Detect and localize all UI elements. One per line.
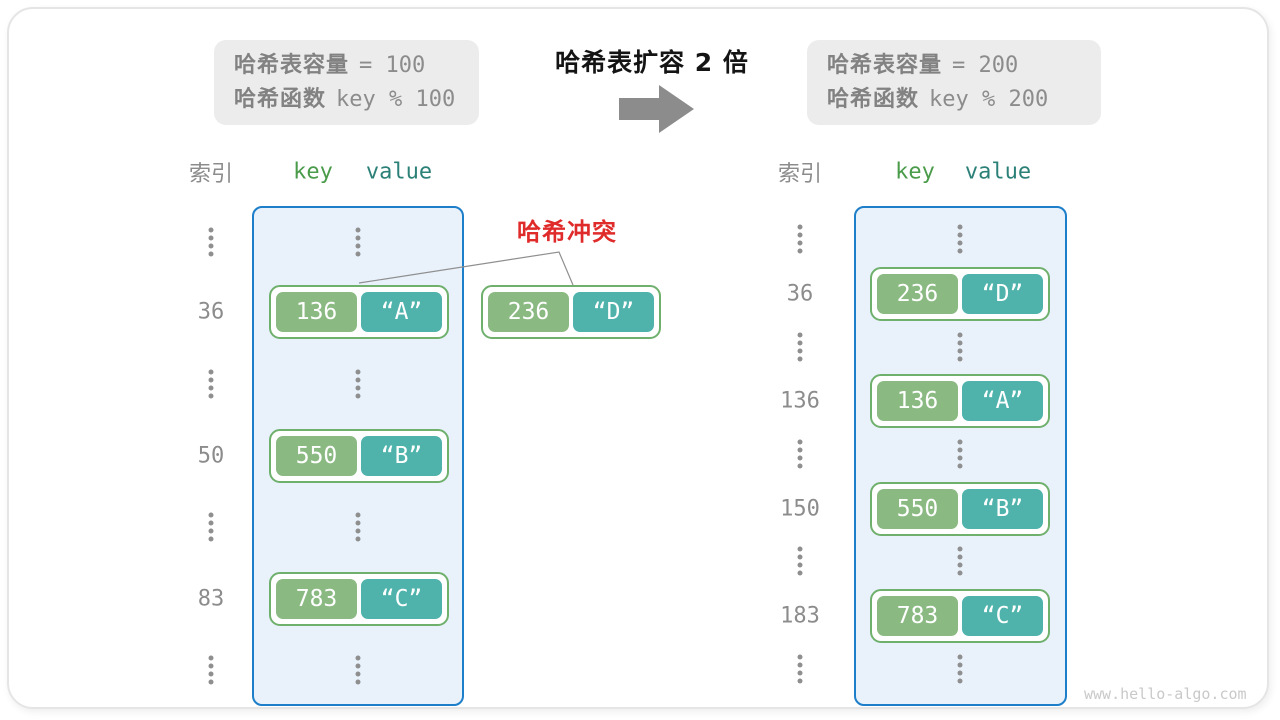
key-cell: 236 <box>488 292 569 332</box>
capacity-label: 哈希表容量 <box>234 53 350 78</box>
ellipsis-icon <box>355 512 361 542</box>
hash-fn-value: key % 100 <box>336 87 456 112</box>
ellipsis-icon <box>797 654 803 684</box>
hash-fn-line: 哈希函数 key % 200 <box>827 83 1081 117</box>
capacity-info-after: 哈希表容量 = 200 哈希函数 key % 200 <box>807 40 1101 125</box>
ellipsis-icon <box>957 654 963 684</box>
ellipsis-icon <box>797 224 803 254</box>
value-cell: “C” <box>962 596 1043 636</box>
ellipsis-icon <box>797 332 803 362</box>
key-cell: 783 <box>276 579 357 619</box>
pair-783-C: 783 “C” <box>269 572 449 626</box>
watermark: www.hello-algo.com <box>1084 685 1247 703</box>
value-cell: “D” <box>573 292 654 332</box>
header-key-before: key <box>293 159 333 185</box>
capacity-line: 哈希表容量 = 100 <box>234 49 459 83</box>
ellipsis-icon <box>208 655 214 685</box>
capacity-value: = 100 <box>359 53 426 78</box>
pair-783-C: 783 “C” <box>870 589 1050 643</box>
ellipsis-icon <box>957 224 963 254</box>
index-label: 36 <box>786 281 814 307</box>
ellipsis-icon <box>208 227 214 257</box>
ellipsis-icon <box>957 332 963 362</box>
ellipsis-icon <box>957 439 963 469</box>
key-cell: 136 <box>877 381 958 421</box>
hash-fn-label: 哈希函数 <box>827 87 920 112</box>
value-cell: “B” <box>962 489 1043 529</box>
page-title: 哈希表扩容 2 倍 <box>555 48 749 77</box>
ellipsis-icon <box>208 512 214 542</box>
ellipsis-icon <box>355 369 361 399</box>
value-cell: “B” <box>361 436 442 476</box>
header-index-after: 索引 <box>777 162 823 187</box>
collision-label: 哈希冲突 <box>517 218 617 246</box>
diagram-card: 哈希表容量 = 100 哈希函数 key % 100 哈希表扩容 2 倍 哈希表容量… <box>7 7 1269 709</box>
pair-550-B: 550 “B” <box>870 482 1050 536</box>
index-label: 50 <box>197 443 225 469</box>
index-label: 36 <box>197 299 225 325</box>
header-key-after: key <box>895 159 935 185</box>
capacity-label: 哈希表容量 <box>827 53 943 78</box>
header-value-after: value <box>964 159 1032 185</box>
pair-136-A: 136 “A” <box>269 285 449 339</box>
index-label: 150 <box>780 496 820 522</box>
index-label: 183 <box>780 603 820 629</box>
key-cell: 550 <box>276 436 357 476</box>
pair-236-D: 236 “D” <box>870 267 1050 321</box>
key-cell: 783 <box>877 596 958 636</box>
ellipsis-icon <box>797 546 803 576</box>
value-cell: “A” <box>962 381 1043 421</box>
value-cell: “C” <box>361 579 442 619</box>
ellipsis-icon <box>355 655 361 685</box>
capacity-line: 哈希表容量 = 200 <box>827 49 1081 83</box>
ellipsis-icon <box>797 439 803 469</box>
ellipsis-icon <box>208 369 214 399</box>
key-cell: 550 <box>877 489 958 529</box>
value-cell: “A” <box>361 292 442 332</box>
capacity-info-before: 哈希表容量 = 100 哈希函数 key % 100 <box>214 40 479 125</box>
pair-550-B: 550 “B” <box>269 429 449 483</box>
ellipsis-icon <box>957 546 963 576</box>
header-value-before: value <box>365 159 433 185</box>
ellipsis-icon <box>355 227 361 257</box>
value-cell: “D” <box>962 274 1043 314</box>
pair-136-A: 136 “A” <box>870 374 1050 428</box>
index-label: 83 <box>197 586 225 612</box>
hash-fn-line: 哈希函数 key % 100 <box>234 83 459 117</box>
header-index-before: 索引 <box>188 162 234 187</box>
hash-fn-label: 哈希函数 <box>234 87 327 112</box>
key-cell: 136 <box>276 292 357 332</box>
capacity-value: = 200 <box>952 53 1019 78</box>
pair-236-D-colliding: 236 “D” <box>481 285 661 339</box>
key-cell: 236 <box>877 274 958 314</box>
index-label: 136 <box>780 388 820 414</box>
hash-fn-value: key % 200 <box>929 87 1049 112</box>
